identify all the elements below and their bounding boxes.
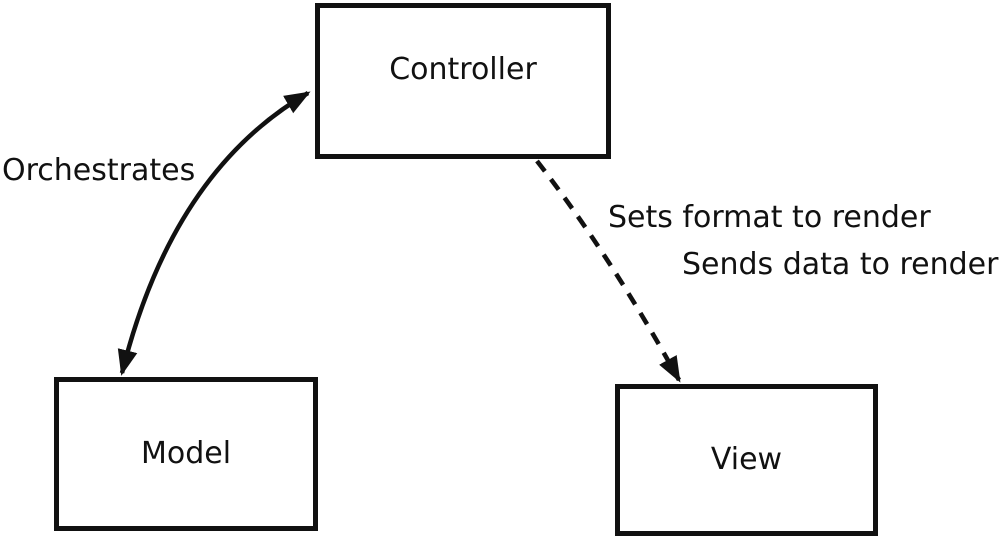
render-arrow <box>535 159 682 383</box>
orchestrates-label: Orchestrates <box>2 153 196 188</box>
model-label: Model <box>140 436 232 471</box>
sends-data-label: Sends data to render <box>682 247 999 282</box>
view-box: View <box>615 384 878 536</box>
controller-label: Controller <box>389 52 537 87</box>
orchestrates-arrow <box>117 91 311 376</box>
controller-box: Controller <box>315 3 611 159</box>
view-label: View <box>710 442 783 477</box>
sets-format-label: Sets format to render <box>608 200 931 235</box>
model-box: Model <box>54 377 318 531</box>
